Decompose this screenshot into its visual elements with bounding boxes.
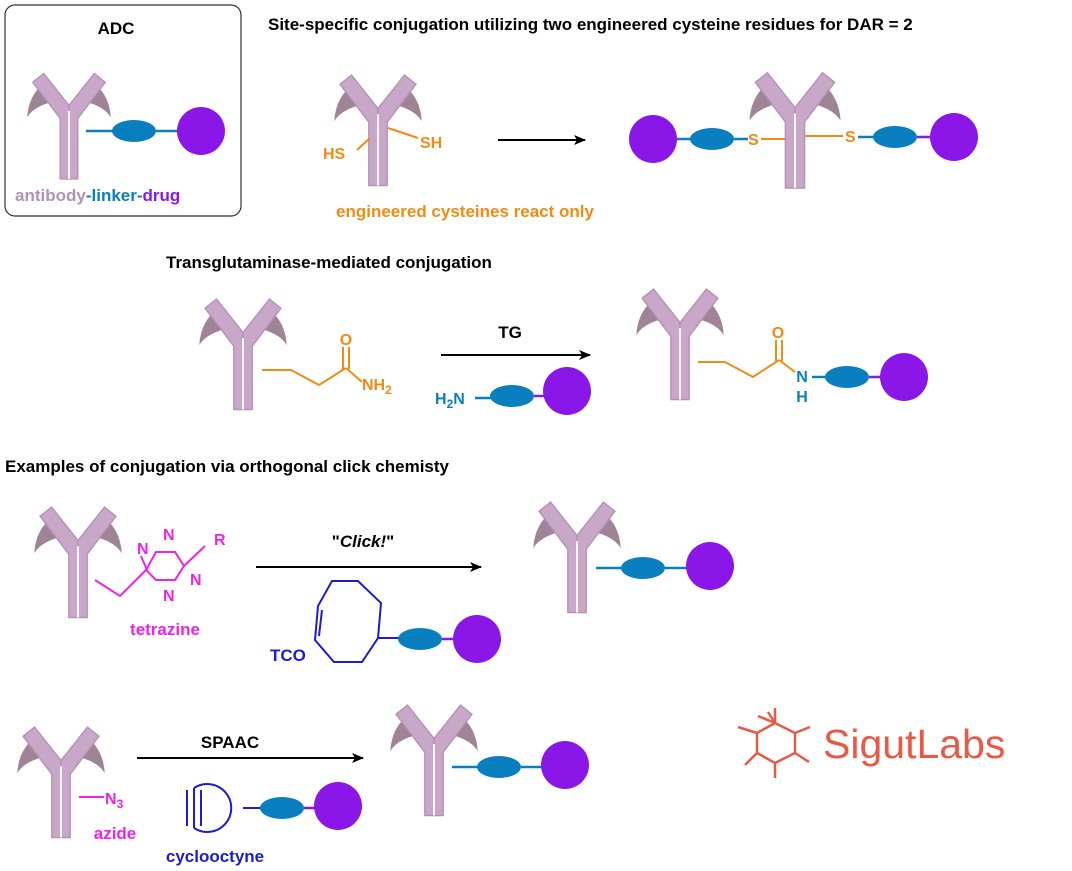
- tg-product-h: H: [796, 389, 808, 406]
- click-tetrazine-label: tetrazine: [130, 620, 200, 639]
- cysteine-sh-right: SH: [420, 135, 442, 152]
- adc-linker: [112, 120, 156, 142]
- click-tco-label: TCO: [270, 646, 306, 665]
- cysteine-title: Site-specific conjugation utilizing two …: [268, 15, 913, 34]
- click-quote-close: ": [386, 532, 394, 551]
- click-tco-double-bond: [318, 609, 323, 637]
- spaac-antibody-product: [389, 704, 479, 817]
- tg-product-linker: [825, 366, 869, 388]
- cysteine-s-left: S: [748, 132, 759, 149]
- click-product-linker: [621, 557, 665, 579]
- spaac-cyclooctyne-label: cyclooctyne: [166, 847, 264, 866]
- logo-hexagon-icon: [737, 708, 811, 778]
- click-tetrazine-linker: [94, 569, 147, 598]
- cysteine-s-right: S: [845, 129, 856, 146]
- spaac-cyclooctyne-ring: [193, 783, 233, 833]
- tg-product-o: O: [772, 325, 784, 342]
- adc-panel: ADC antibody-linker-drug: [4, 4, 242, 217]
- click-antibody-product: [532, 501, 622, 614]
- cysteine-drug-right: [930, 113, 978, 161]
- tg-product-drug: [880, 353, 928, 401]
- click-arrow-label: "Click!": [332, 532, 394, 551]
- click-tetrazine-n4: N: [163, 588, 175, 605]
- cysteine-caption: engineered cysteines react only: [336, 202, 594, 221]
- adc-label-linker: linker: [92, 186, 138, 205]
- cysteine-left-bond: [356, 137, 371, 151]
- tg-product-n: N: [796, 369, 808, 386]
- click-tetrazine-ring: [144, 551, 186, 581]
- tg-amide-nh: NH2: [362, 377, 392, 397]
- click-tco-drug: [453, 615, 501, 663]
- adc-label-sep1: -: [86, 186, 92, 205]
- tg-product-chain: [698, 359, 780, 379]
- adc-label-drug: drug: [143, 186, 181, 205]
- tg-reagent-drug: [543, 367, 591, 415]
- spaac-azide: N3: [105, 791, 124, 811]
- cysteine-antibody-product: [748, 71, 842, 189]
- adc-label-antibody: antibody: [15, 186, 86, 205]
- spaac-azide-label: azide: [94, 824, 137, 843]
- spaac-arrow-label: SPAAC: [201, 733, 259, 752]
- click-tco-ring: [313, 580, 383, 663]
- tg-antibody-start: [198, 298, 288, 411]
- click-tetrazine-n3: N: [190, 572, 202, 589]
- click-scheme: Examples of conjugation via orthogonal c…: [5, 457, 734, 665]
- click-title: Examples of conjugation via orthogonal c…: [5, 457, 450, 476]
- tg-amide-nh-text: NH: [362, 377, 385, 394]
- tg-product-amide-bond: [778, 359, 796, 373]
- spaac-product-linker: [477, 756, 521, 778]
- click-antibody-start: [33, 506, 123, 619]
- tg-glutamine-chain: [262, 367, 347, 387]
- tg-arrow-label: TG: [498, 323, 522, 342]
- click-tetrazine-n2: N: [163, 527, 175, 544]
- spaac-cyclooctyne-drug: [314, 782, 362, 830]
- click-tetrazine-r-bond: [183, 545, 206, 567]
- click-tetrazine-r: R: [214, 532, 226, 549]
- spaac-azide-sub: 3: [117, 797, 124, 811]
- spaac-antibody-start: [16, 726, 106, 839]
- click-tetrazine-n-bond-1: [140, 555, 148, 571]
- tg-reagent-h: H: [435, 391, 447, 408]
- tg-amide-o: O: [340, 332, 352, 349]
- transglutaminase-scheme: Transglutaminase-mediated conjugation O …: [166, 253, 928, 415]
- spaac-azide-n: N: [105, 791, 117, 808]
- spaac-scheme: N3 azide SPAAC cyclooctyne: [16, 704, 589, 866]
- tg-amide-bond: [345, 367, 363, 383]
- click-quote-open: ": [332, 532, 340, 551]
- adc-label: antibody-linker-drug: [15, 186, 180, 205]
- logo-text: SigutLabs: [823, 721, 1005, 767]
- tg-reagent-linker: [490, 385, 534, 407]
- cysteine-scheme: Site-specific conjugation utilizing two …: [268, 15, 978, 221]
- cysteine-right-bond: [387, 127, 419, 139]
- tg-amide-nh-sub: 2: [385, 383, 392, 397]
- tg-reagent-h2n: H2N: [435, 391, 465, 411]
- click-label-italic: Click!: [340, 532, 387, 551]
- cysteine-hs-left: HS: [323, 146, 346, 163]
- sigutlabs-logo: SigutLabs: [737, 708, 1005, 778]
- cysteine-linker-right: [873, 126, 917, 148]
- transglutaminase-title: Transglutaminase-mediated conjugation: [166, 253, 492, 272]
- spaac-product-drug: [541, 741, 589, 789]
- adc-label-sep2: -: [137, 186, 143, 205]
- adc-antibody: [26, 72, 112, 180]
- cysteine-drug-left: [629, 115, 677, 163]
- adc-drug: [177, 107, 225, 155]
- click-product-drug: [686, 542, 734, 590]
- click-tco-linker: [398, 628, 442, 650]
- cysteine-linker-left: [690, 128, 734, 150]
- tg-reagent-h-sub: 2: [447, 397, 454, 411]
- tg-antibody-product: [635, 288, 725, 401]
- click-tetrazine-n1: N: [137, 541, 149, 558]
- adc-title: ADC: [98, 19, 135, 38]
- spaac-cyclooctyne-linker: [260, 797, 304, 819]
- adc-panel-border: [4, 4, 242, 217]
- tg-reagent-n: N: [453, 391, 465, 408]
- cysteine-antibody-start: [333, 74, 423, 187]
